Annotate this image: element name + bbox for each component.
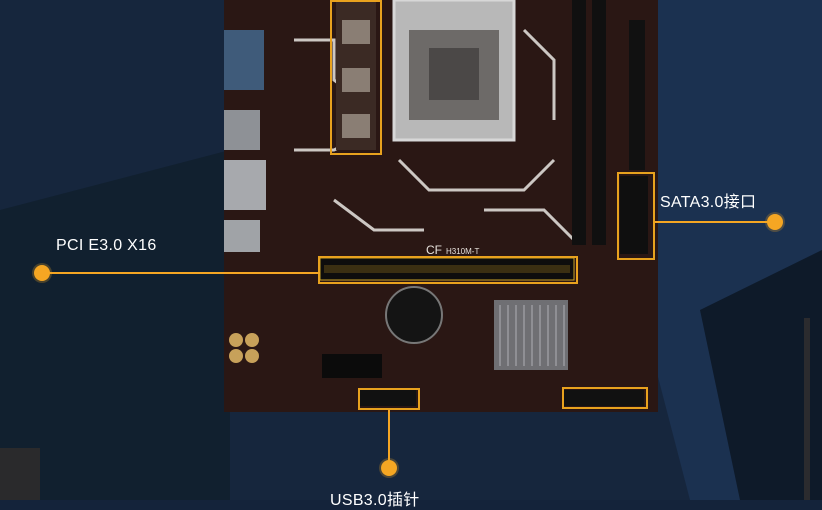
usb-callout-line (388, 410, 390, 462)
sata-highlight (617, 172, 655, 260)
sata-callout-dot (767, 214, 783, 230)
usb-callout-label: USB3.0插针 (330, 492, 420, 509)
pcie-callout-label: PCI E3.0 X16 (56, 237, 157, 254)
pcie-callout-dot (34, 265, 50, 281)
sata-bottom-highlight (562, 387, 648, 409)
pcie-highlight (318, 256, 578, 284)
vrm-highlight (330, 0, 382, 155)
board-model-text: H310M-T (446, 247, 479, 256)
motherboard: CF H310M-T (224, 0, 658, 412)
sata-callout-line (655, 221, 773, 223)
sata-callout-label: SATA3.0接口 (660, 194, 757, 211)
usb-callout-dot (381, 460, 397, 476)
pcie-callout-line (48, 272, 320, 274)
board-brand-text: CF (426, 243, 442, 257)
usb-header-highlight (358, 388, 420, 410)
